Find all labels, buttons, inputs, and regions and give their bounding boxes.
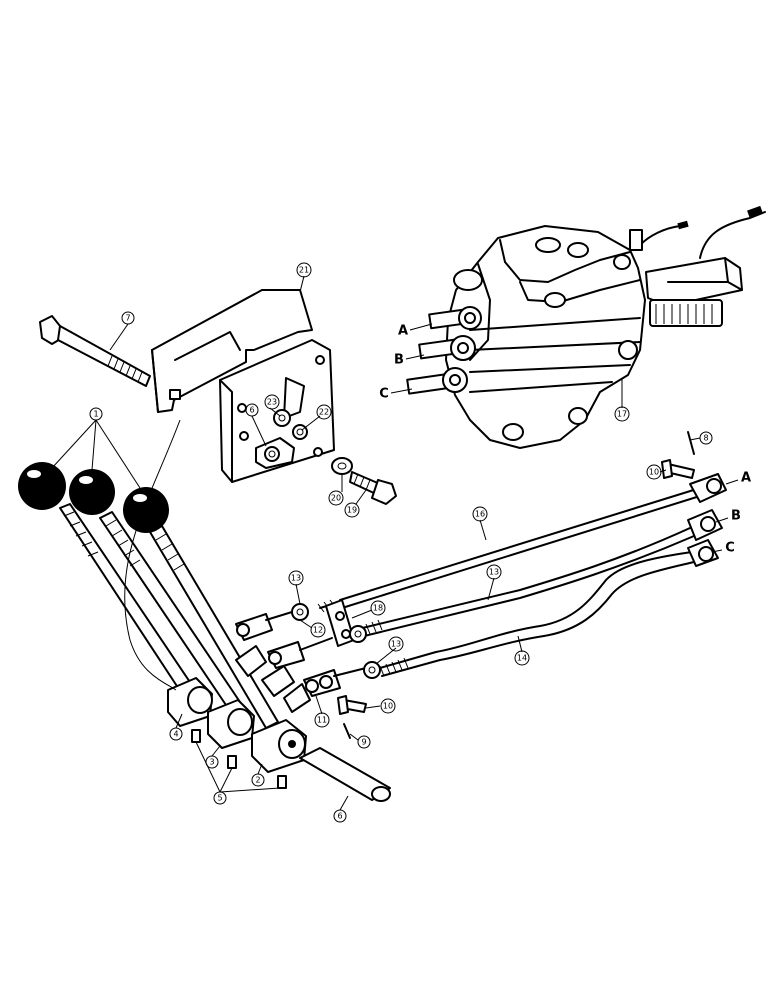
callout-10-upper: 10 bbox=[646, 464, 662, 480]
svg-text:14: 14 bbox=[517, 654, 527, 663]
svg-text:18: 18 bbox=[373, 604, 383, 613]
valve-letter-a: A bbox=[398, 324, 408, 339]
callout-8: 8 bbox=[699, 431, 713, 445]
callout-2: 2 bbox=[251, 773, 265, 787]
callout-23: 23 bbox=[264, 394, 280, 410]
callout-22: 22 bbox=[316, 404, 332, 420]
svg-text:8: 8 bbox=[703, 434, 708, 443]
valve-solenoid bbox=[629, 205, 766, 327]
svg-text:13: 13 bbox=[489, 568, 499, 577]
callout-6-bracket: 6 bbox=[245, 403, 259, 417]
rod-clevis-upper bbox=[235, 603, 309, 641]
callout-1: 1 bbox=[89, 407, 103, 421]
callout-14: 14 bbox=[514, 650, 530, 666]
callout-3: 3 bbox=[205, 755, 219, 769]
clevis-pin-upper bbox=[661, 431, 695, 479]
bolt-19 bbox=[349, 471, 397, 505]
rod-clevis-middle bbox=[267, 599, 367, 669]
rod-letter-a: A bbox=[741, 471, 751, 486]
callout-10-lower: 10 bbox=[380, 698, 396, 714]
lever-knob-middle bbox=[69, 469, 115, 515]
svg-text:12: 12 bbox=[313, 626, 323, 635]
callout-6-pin: 6 bbox=[333, 809, 347, 823]
svg-text:20: 20 bbox=[331, 494, 341, 503]
valve-letter-c: C bbox=[379, 387, 389, 402]
washer-20 bbox=[331, 457, 353, 475]
rod-letter-b: B bbox=[731, 509, 741, 524]
svg-text:7: 7 bbox=[125, 314, 130, 323]
svg-text:11: 11 bbox=[317, 716, 327, 725]
callout-18: 18 bbox=[370, 600, 386, 616]
grease-fittings bbox=[191, 729, 287, 789]
control-valve-assembly bbox=[406, 205, 766, 449]
svg-text:10: 10 bbox=[649, 468, 659, 477]
svg-text:6: 6 bbox=[249, 406, 254, 415]
rod-letter-c: C bbox=[725, 541, 735, 556]
callout-12: 12 bbox=[310, 622, 326, 638]
rod-14 bbox=[379, 539, 719, 677]
callout-20: 20 bbox=[328, 490, 344, 506]
callout-13-rod: 13 bbox=[486, 564, 502, 580]
svg-text:22: 22 bbox=[319, 408, 329, 417]
svg-text:23: 23 bbox=[267, 398, 277, 407]
valve-spool-c bbox=[406, 367, 468, 395]
callout-13-lower: 13 bbox=[388, 636, 404, 652]
svg-text:13: 13 bbox=[291, 574, 301, 583]
callout-21: 21 bbox=[296, 262, 312, 278]
svg-text:13: 13 bbox=[391, 640, 401, 649]
callout-5: 5 bbox=[213, 791, 227, 805]
svg-text:2: 2 bbox=[255, 776, 260, 785]
valve-spool-a bbox=[428, 306, 482, 330]
callout-4: 4 bbox=[169, 727, 183, 741]
control-levers bbox=[18, 419, 311, 773]
callout-7: 7 bbox=[121, 311, 135, 325]
callout-9: 9 bbox=[357, 735, 371, 749]
svg-text:4: 4 bbox=[173, 730, 178, 739]
callout-19: 19 bbox=[344, 502, 360, 518]
valve-spool-b bbox=[418, 335, 476, 361]
clevis-pin-lower bbox=[337, 695, 367, 739]
lever-knob-right bbox=[123, 487, 169, 533]
pivot-pin bbox=[299, 747, 391, 802]
svg-text:9: 9 bbox=[361, 738, 366, 747]
svg-text:3: 3 bbox=[209, 758, 214, 767]
svg-text:1: 1 bbox=[93, 410, 98, 419]
svg-text:10: 10 bbox=[383, 702, 393, 711]
callout-17: 17 bbox=[614, 406, 630, 422]
svg-text:19: 19 bbox=[347, 506, 357, 515]
callout-13-upper: 13 bbox=[288, 570, 304, 586]
lever-knob-left bbox=[18, 462, 66, 510]
callout-leaders bbox=[51, 275, 739, 811]
bolt-7 bbox=[39, 315, 151, 387]
valve-letter-b: B bbox=[394, 353, 404, 368]
callout-16: 16 bbox=[472, 506, 488, 522]
svg-text:5: 5 bbox=[217, 794, 222, 803]
rod-clevis-lower bbox=[303, 661, 381, 697]
svg-text:16: 16 bbox=[475, 510, 485, 519]
svg-text:6: 6 bbox=[337, 812, 342, 821]
rod-15 bbox=[353, 509, 723, 639]
svg-text:21: 21 bbox=[299, 266, 309, 275]
svg-text:17: 17 bbox=[617, 410, 627, 419]
mounting-bracket bbox=[151, 289, 335, 483]
callout-11: 11 bbox=[314, 712, 330, 728]
